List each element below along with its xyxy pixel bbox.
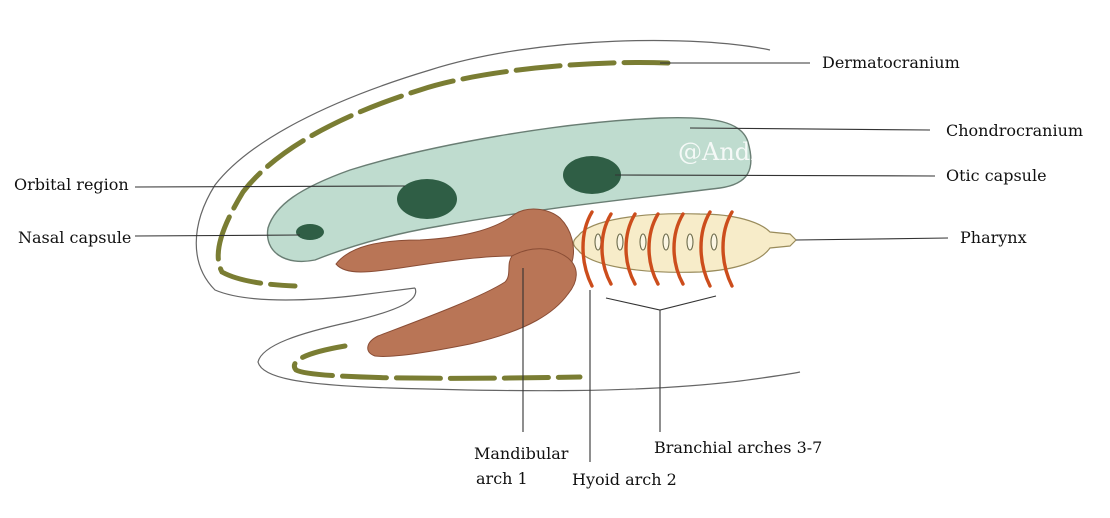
label-nasal-capsule: Nasal capsule xyxy=(18,228,131,247)
watermark-text: @AndreaD xyxy=(678,138,809,166)
otic-capsule-shape xyxy=(563,156,621,194)
pharyngeal-slit xyxy=(617,234,623,250)
label-mandibular-line1: Mandibular xyxy=(474,444,569,463)
pharyngeal-slit xyxy=(711,234,717,250)
label-otic-capsule: Otic capsule xyxy=(946,166,1047,185)
label-chondrocranium: Chondrocranium xyxy=(946,121,1083,140)
pharyngeal-slit xyxy=(595,234,601,250)
pharyngeal-slit xyxy=(687,234,693,250)
label-mandibular-line2: arch 1 xyxy=(476,469,528,488)
dermatocranium-bone-floor xyxy=(294,346,580,378)
label-pharynx: Pharynx xyxy=(960,228,1027,247)
label-orbital-region: Orbital region xyxy=(14,175,129,194)
pharyngeal-slit xyxy=(663,234,669,250)
pharyngeal-slit xyxy=(640,234,646,250)
pharynx-leader xyxy=(796,238,948,240)
branchial-bracket xyxy=(606,296,716,310)
nasal-capsule-shape xyxy=(296,224,324,240)
orbital-region-shape xyxy=(397,179,457,219)
label-hyoid-arch: Hyoid arch 2 xyxy=(572,470,677,489)
label-branchial-arches: Branchial arches 3-7 xyxy=(654,438,822,457)
label-dermatocranium: Dermatocranium xyxy=(822,53,960,72)
